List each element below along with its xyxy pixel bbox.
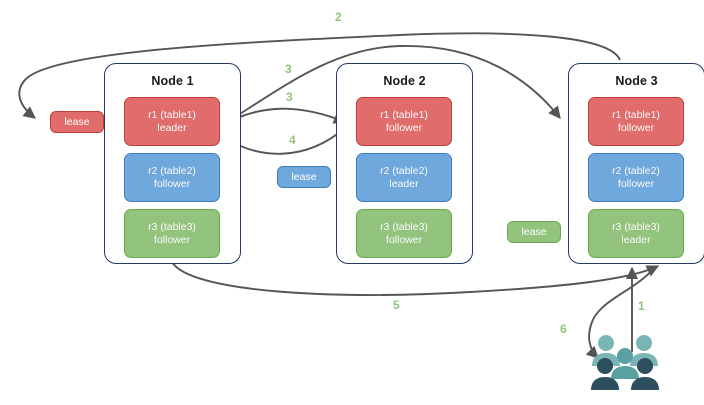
replica-n2r3[interactable]: r3 (table3) follower — [356, 209, 452, 258]
replica-name: r3 (table3) — [380, 220, 428, 233]
step-label-2: 2 — [335, 10, 342, 24]
replica-name: r1 (table1) — [612, 108, 660, 121]
replica-n3r1[interactable]: r1 (table1) follower — [588, 97, 684, 146]
replica-name: r2 (table2) — [148, 164, 196, 177]
step-label-1: 1 — [638, 299, 645, 313]
step-label-5: 5 — [393, 298, 400, 312]
replica-role: leader — [389, 177, 419, 190]
replica-role: follower — [153, 177, 191, 190]
replica-name: r3 (table3) — [612, 220, 660, 233]
replica-role: follower — [617, 177, 655, 190]
replica-role: leader — [621, 233, 651, 246]
replica-role: follower — [385, 121, 423, 134]
replica-n1r3[interactable]: r3 (table3) follower — [124, 209, 220, 258]
replica-name: r1 (table1) — [148, 108, 196, 121]
replica-n3r2[interactable]: r2 (table2) follower — [588, 153, 684, 202]
replica-n3r3[interactable]: r3 (table3) leader — [588, 209, 684, 258]
replica-role: follower — [617, 121, 655, 134]
replica-role: follower — [385, 233, 423, 246]
lease-label: lease — [64, 116, 90, 128]
node-title-node1: Node 1 — [151, 74, 194, 88]
replica-n2r1[interactable]: r1 (table1) follower — [356, 97, 452, 146]
lease-label: lease — [521, 226, 547, 238]
replica-name: r2 (table2) — [380, 164, 428, 177]
replica-role: follower — [153, 233, 191, 246]
users-icon — [591, 335, 659, 390]
replica-name: r2 (table2) — [612, 164, 660, 177]
replica-role: leader — [157, 121, 187, 134]
lease-badge-blue[interactable]: lease — [277, 166, 331, 188]
step-label-6: 6 — [560, 322, 567, 336]
replica-name: r3 (table3) — [148, 220, 196, 233]
node-title-node3: Node 3 — [615, 74, 658, 88]
step-label-3-lower: 3 — [286, 90, 293, 104]
lease-badge-red[interactable]: lease — [50, 111, 104, 133]
replica-n2r2[interactable]: r2 (table2) leader — [356, 153, 452, 202]
step-label-4: 4 — [289, 133, 296, 147]
node-title-node2: Node 2 — [383, 74, 426, 88]
lease-badge-green[interactable]: lease — [507, 221, 561, 243]
replica-name: r1 (table1) — [380, 108, 428, 121]
replica-n1r2[interactable]: r2 (table2) follower — [124, 153, 220, 202]
edge-step-5 — [171, 261, 660, 296]
lease-label: lease — [291, 171, 317, 183]
step-label-3-upper: 3 — [285, 62, 292, 76]
replica-n1r1[interactable]: r1 (table1) leader — [124, 97, 220, 146]
